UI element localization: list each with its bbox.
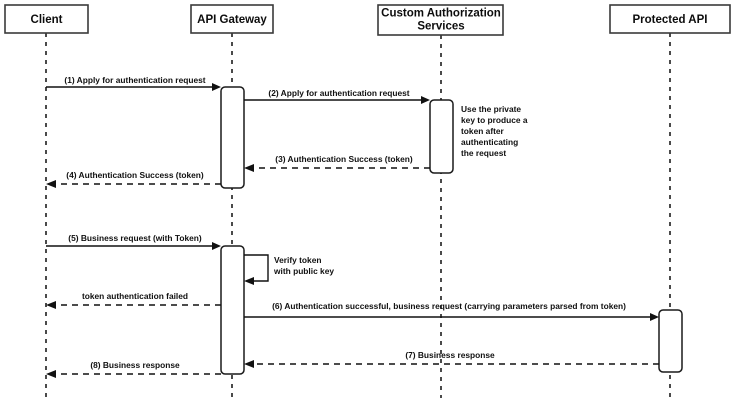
message-4[interactable]: (4) Authentication Success (token) <box>46 170 221 188</box>
message-1-arrowhead <box>212 83 221 91</box>
message-token-authentication-failed[interactable]: token authentication failed <box>46 291 221 309</box>
message-8[interactable]: (8) Business response <box>46 360 221 378</box>
message-2-label: (2) Apply for authentication request <box>268 88 409 98</box>
participant-label-protected-api: Protected API <box>633 14 708 26</box>
message-2[interactable]: (2) Apply for authentication request <box>244 88 430 104</box>
participant-protected-api[interactable]: Protected API <box>609 4 731 34</box>
message-1[interactable]: (1) Apply for authentication request <box>46 75 221 91</box>
activation-custom-authorization-services <box>429 99 454 174</box>
message-3[interactable]: (3) Authentication Success (token) <box>244 154 430 172</box>
activation-api-gateway-business <box>220 245 245 375</box>
participant-label-api-gateway: API Gateway <box>197 14 267 26</box>
message-token-authentication-failed-arrowhead <box>46 301 56 309</box>
message-self-verify-token-arrowhead <box>244 277 254 285</box>
participant-client[interactable]: Client <box>4 4 89 34</box>
message-2-arrowhead <box>421 96 430 104</box>
message-4-arrowhead <box>46 180 56 188</box>
message-6-label: (6) Authentication successful, business … <box>272 301 626 311</box>
message-5[interactable]: (5) Business request (with Token) <box>46 233 221 250</box>
lifelines-group <box>45 33 671 398</box>
message-5-label: (5) Business request (with Token) <box>68 233 202 243</box>
message-8-arrowhead <box>46 370 56 378</box>
participant-label-custom-authorization-services-line1: Custom Authorization <box>381 8 501 20</box>
message-3-label: (3) Authentication Success (token) <box>275 154 413 164</box>
message-7-label: (7) Business response <box>405 350 495 360</box>
message-self-verify-token-label-line1: Verify token <box>274 255 321 265</box>
participant-api-gateway[interactable]: API Gateway <box>190 4 274 34</box>
message-self-verify-token-label-line2: with public key <box>273 266 334 276</box>
participant-box-api-gateway[interactable] <box>190 4 274 34</box>
note-private-key: Use the private key to produce a token a… <box>461 104 528 158</box>
participant-box-protected-api[interactable] <box>609 4 731 34</box>
activation-api-gateway-auth <box>220 86 245 189</box>
participant-box-custom-authorization-services[interactable] <box>377 4 504 36</box>
message-6-arrowhead <box>650 313 659 321</box>
message-1-label: (1) Apply for authentication request <box>64 75 205 85</box>
participant-custom-authorization-services[interactable]: Custom Authorization Services <box>377 4 504 36</box>
participant-label-client: Client <box>31 14 63 26</box>
message-7-arrowhead <box>244 360 254 368</box>
note-private-key-line-5: the request <box>461 148 506 158</box>
note-private-key-line-4: authenticating <box>461 137 518 147</box>
participant-label-custom-authorization-services-line2: Services <box>417 21 464 33</box>
message-5-arrowhead <box>212 242 221 250</box>
message-self-verify-token-line <box>244 254 269 282</box>
message-6[interactable]: (6) Authentication successful, business … <box>244 301 659 321</box>
message-token-authentication-failed-label: token authentication failed <box>82 291 188 301</box>
message-self-verify-token[interactable]: Verify token with public key <box>244 254 334 285</box>
message-7[interactable]: (7) Business response <box>244 350 659 368</box>
note-private-key-line-1: Use the private <box>461 104 521 114</box>
note-private-key-line-2: key to produce a <box>461 115 528 125</box>
participant-box-client[interactable] <box>4 4 89 34</box>
message-4-label: (4) Authentication Success (token) <box>66 170 204 180</box>
activation-protected-api <box>658 309 683 373</box>
message-8-label: (8) Business response <box>90 360 180 370</box>
message-3-arrowhead <box>244 164 254 172</box>
note-private-key-line-3: token after <box>461 126 505 136</box>
